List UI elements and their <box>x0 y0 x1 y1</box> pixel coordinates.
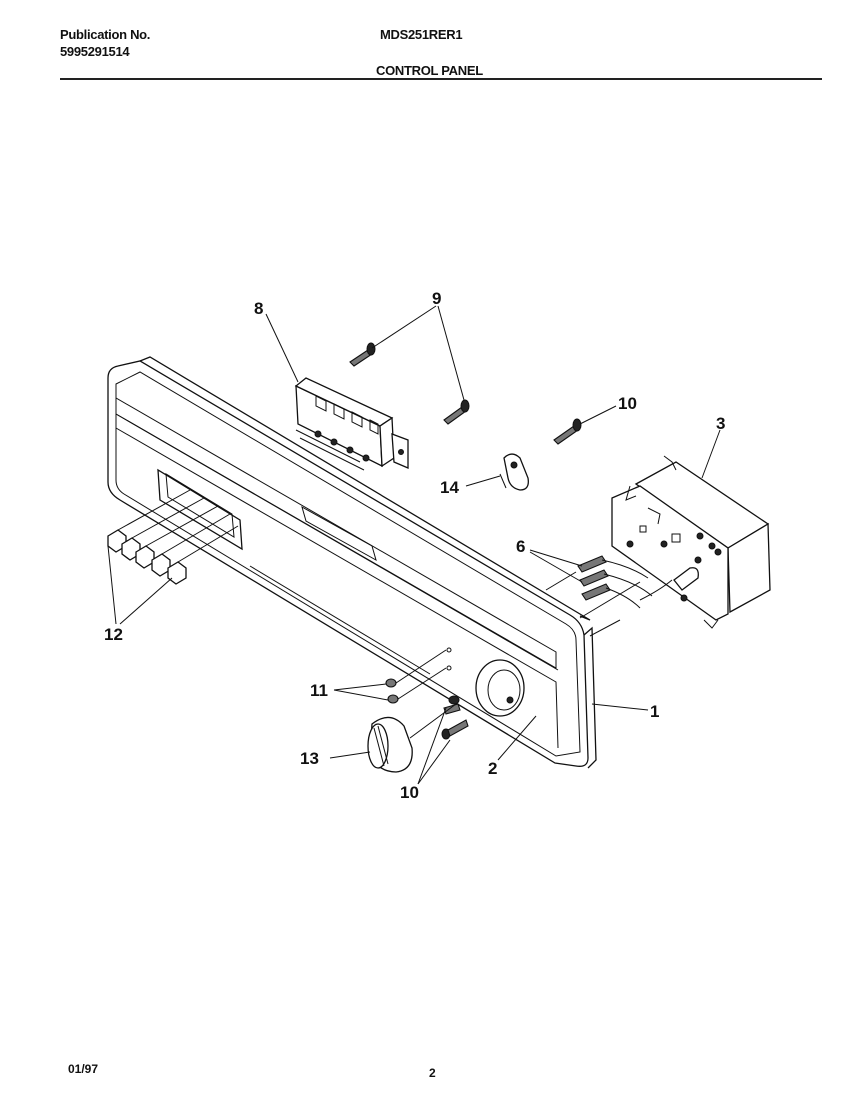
wire-terminals-part <box>577 555 673 609</box>
callout-2: 2 <box>488 759 497 778</box>
leader-lines <box>107 305 721 785</box>
screw-9-upper <box>349 342 376 367</box>
control-panel-part <box>107 356 641 769</box>
dial-hub-part <box>475 659 525 717</box>
callout-8: 8 <box>254 299 263 318</box>
nuts-part <box>385 647 452 704</box>
control-knob-part <box>367 703 457 773</box>
callout-3: 3 <box>716 414 725 433</box>
screw-10-upper <box>553 418 582 445</box>
header-rule <box>60 78 822 80</box>
push-buttons-part <box>107 489 239 585</box>
callout-1: 1 <box>650 702 659 721</box>
callout-9: 9 <box>432 289 441 308</box>
callout-labels: 8 9 10 3 14 6 12 11 1 13 2 10 <box>104 289 725 802</box>
callout-6: 6 <box>516 537 525 556</box>
screw-10-lower <box>441 695 469 740</box>
callout-10-lower: 10 <box>400 783 419 802</box>
callout-14: 14 <box>440 478 459 497</box>
footer-page-number: 2 <box>429 1066 436 1080</box>
section-title: CONTROL PANEL <box>376 63 483 78</box>
model-number: MDS251RER1 <box>380 27 463 42</box>
callout-10-upper: 10 <box>618 394 637 413</box>
wire-clamp-part <box>499 453 529 491</box>
footer-date: 01/97 <box>68 1062 99 1076</box>
switch-module-part <box>294 377 409 471</box>
publication-label: Publication No. <box>60 27 151 42</box>
timer-part <box>611 455 771 629</box>
callout-13: 13 <box>300 749 319 768</box>
screw-9-lower <box>443 399 470 425</box>
callout-12: 12 <box>104 625 123 644</box>
publication-number: 5995291514 <box>60 44 130 59</box>
callout-11: 11 <box>310 681 328 700</box>
